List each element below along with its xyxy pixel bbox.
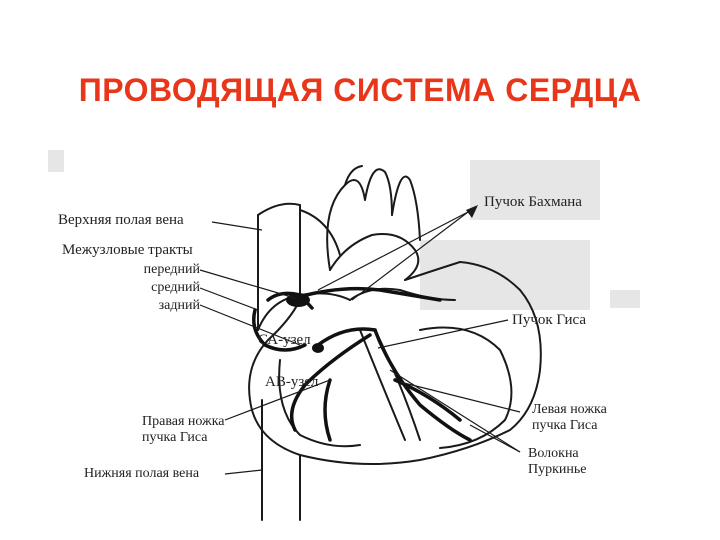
label-his-bundle: Пучок Гиса [512, 312, 587, 328]
label-bachmann-bundle: Пучок Бахмана [484, 194, 582, 210]
label-internodal-tracts: Межузловые тракты [62, 242, 193, 258]
label-left-branch-line1: Левая ножка [532, 402, 607, 417]
label-right-branch-line1: Правая ножка [142, 414, 225, 429]
label-purkinje-line2: Пуркинье [528, 462, 587, 477]
label-middle-tract: средний [151, 280, 200, 295]
label-posterior-tract: задний [158, 298, 200, 313]
label-purkinje: Волокна Пуркинье [528, 446, 587, 478]
label-left-branch: Левая ножка пучка Гиса [532, 402, 607, 434]
label-purkinje-line1: Волокна [528, 446, 579, 461]
label-right-branch-line2: пучка Гиса [142, 430, 208, 445]
arrow-heads [466, 205, 478, 218]
label-left-branch-line2: пучка Гиса [532, 418, 598, 433]
background-shading [48, 150, 640, 310]
label-sa-node: СА-узел [258, 332, 311, 348]
label-right-branch: Правая ножка пучка Гиса [142, 414, 225, 446]
label-inferior-vena-cava: Нижняя полая вена [84, 466, 200, 481]
diagram-title: ПРОВОДЯЩАЯ СИСТЕМА СЕРДЦА [78, 72, 642, 108]
label-superior-vena-cava: Верхняя полая вена [58, 212, 184, 228]
label-anterior-tract: передний [143, 262, 200, 277]
av-node-shape [312, 343, 324, 353]
label-av-node: АВ-узел [265, 374, 319, 390]
conduction-pathways [252, 286, 472, 442]
leader-lines [199, 211, 521, 475]
sa-node-shape [286, 293, 310, 307]
